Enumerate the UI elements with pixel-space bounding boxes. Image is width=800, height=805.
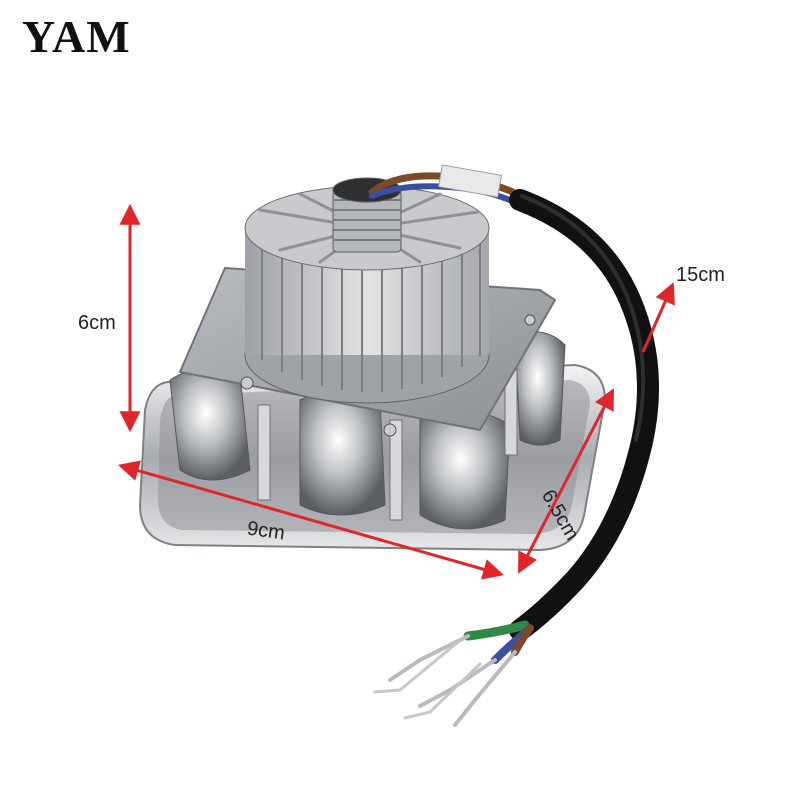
inner-wires (368, 164, 524, 207)
threaded-connector (332, 177, 402, 253)
cable-length-label: 15cm (676, 264, 725, 286)
wire-terminals (373, 620, 534, 727)
cable-length-arrow (641, 282, 675, 353)
depth-arrow (518, 388, 614, 574)
width-arrow (117, 460, 505, 580)
brand-logo: YAM (22, 11, 131, 62)
power-cable (509, 189, 659, 641)
height-label: 6cm (78, 312, 116, 334)
dimension-arrows (117, 203, 675, 580)
